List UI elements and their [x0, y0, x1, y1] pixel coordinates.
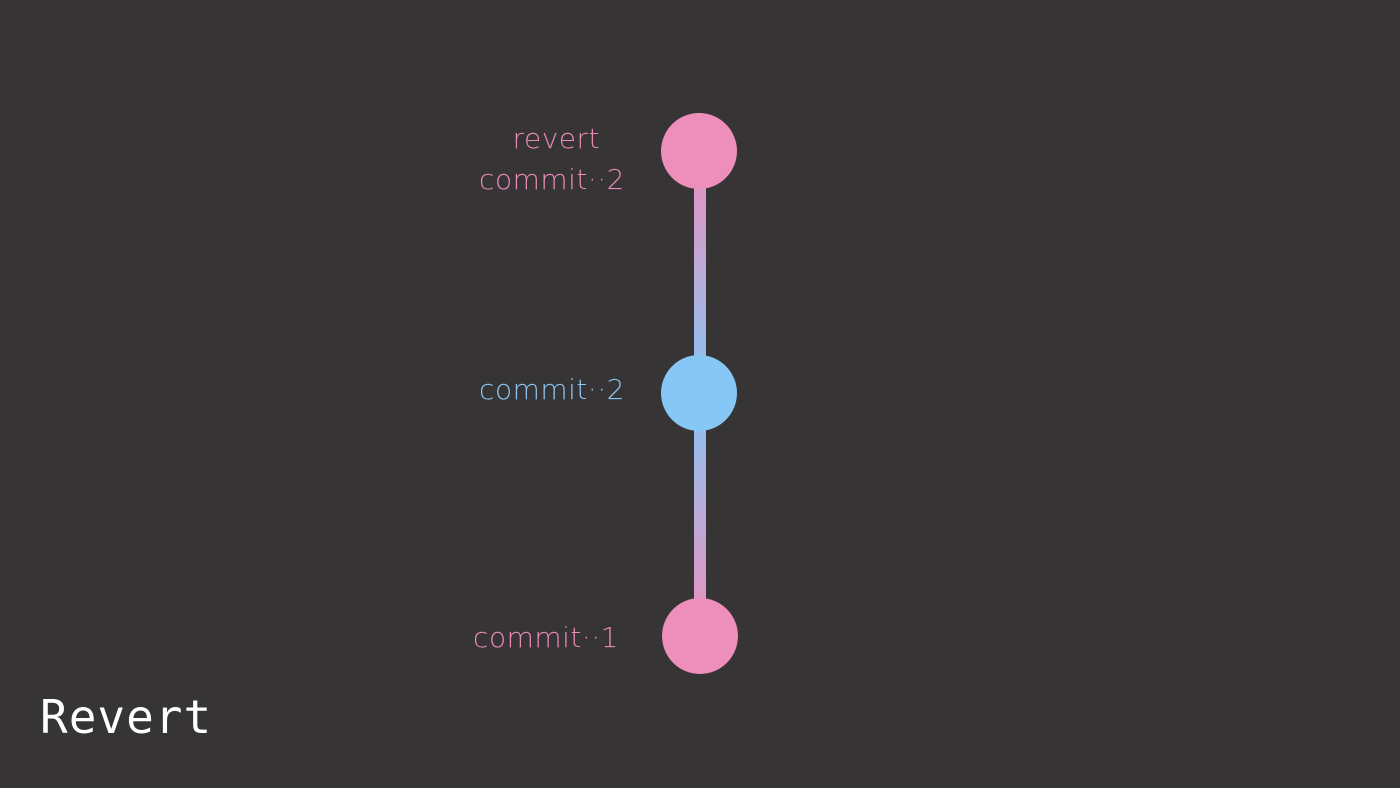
edge-commit-2-to-commit-1 [694, 392, 706, 637]
slide-title: Revert [40, 690, 213, 744]
commit-node-commit-2[interactable] [661, 355, 737, 431]
commit-label-revert-line1: revert [512, 122, 600, 155]
commit-label-commit-2: commit··2 [479, 373, 625, 406]
commit-label-commit-1: commit··1 [473, 621, 619, 654]
edge-revert-to-commit-2 [694, 150, 706, 395]
commit-label-revert-line2: commit··2 [479, 163, 625, 196]
commit-node-commit-1[interactable] [662, 598, 738, 674]
commit-node-revert[interactable] [661, 113, 737, 189]
